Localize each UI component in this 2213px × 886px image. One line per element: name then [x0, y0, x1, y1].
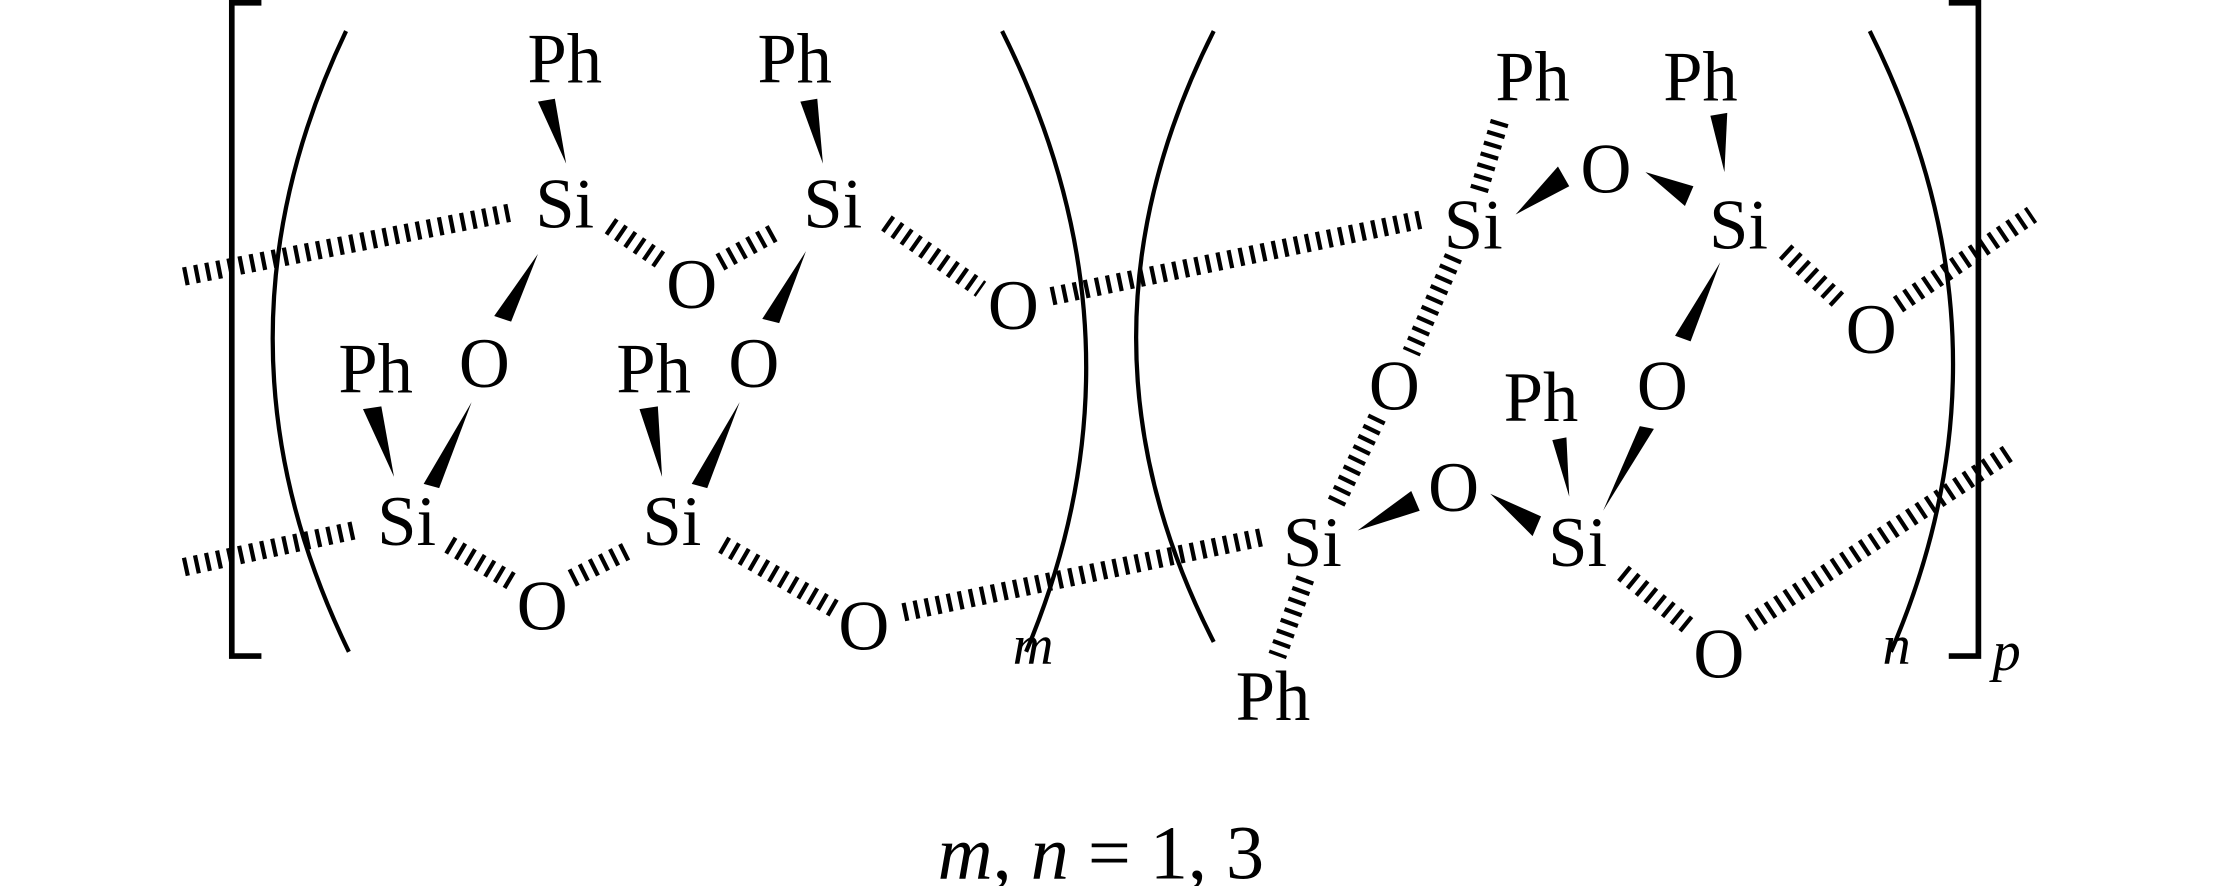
left-square-bracket: [228, 0, 262, 659]
atom-label: O: [1637, 348, 1688, 426]
caption-separator: ,: [993, 812, 1031, 886]
hashed-bond: [1744, 443, 2016, 632]
caption-values: = 1, 3: [1069, 812, 1264, 886]
wedge-bond: [1675, 262, 1721, 342]
atom-label: Si: [1444, 187, 1503, 265]
atom-label: Si: [535, 166, 594, 244]
atom-label: O: [666, 246, 717, 324]
hashed-bond: [567, 542, 633, 587]
atom-label: Si: [1548, 504, 1607, 582]
hashed-bond: [881, 215, 987, 297]
atom-label: O: [1369, 348, 1420, 426]
subscript-p: p: [1988, 621, 2020, 683]
hashed-bond: [901, 527, 1270, 622]
atom-label: O: [1693, 616, 1744, 694]
hashed-bond: [1325, 413, 1386, 512]
wedge-bond: [762, 251, 806, 324]
atom-label: O: [459, 325, 510, 403]
wedge-bond: [362, 406, 395, 477]
atom-label: Si: [1709, 187, 1768, 265]
atom-label: Si: [377, 483, 436, 561]
hashed-bonds: [181, 113, 2038, 660]
atom-label: Ph: [757, 20, 832, 98]
wedge-bond: [1490, 493, 1542, 537]
hashed-bond: [1402, 253, 1462, 357]
wedge-bonds: [362, 98, 1728, 537]
atom-label: Ph: [616, 331, 691, 409]
caption-var-m: m: [938, 812, 993, 886]
atom-label: O: [728, 325, 779, 403]
wedge-bond: [691, 402, 740, 489]
atom-label: Ph: [338, 331, 413, 409]
atom-label: Ph: [1495, 39, 1570, 117]
wedge-bond: [1710, 112, 1728, 173]
hashed-bond: [1892, 206, 2038, 313]
atom-label: Si: [1283, 504, 1342, 582]
wedge-bond: [537, 98, 567, 164]
hashed-bond: [444, 536, 516, 590]
hashed-bond: [1049, 209, 1428, 306]
wedge-bond: [423, 402, 472, 489]
wedge-bond: [1552, 437, 1570, 497]
wedge-bond: [1603, 426, 1654, 511]
caption: m, n = 1, 3: [938, 812, 1265, 886]
hashed-bond: [1268, 575, 1315, 660]
atom-label: Ph: [1236, 658, 1311, 736]
wedge-bond: [800, 98, 823, 164]
right-paren-n: [1867, 30, 1956, 653]
hashed-bond: [1617, 565, 1697, 635]
atom-label: O: [1580, 130, 1631, 208]
subscript-n: n: [1882, 615, 1910, 677]
left-repeat-unit: Ph Ph Si Si O O Ph O Ph O Si Si O O m: [338, 20, 1053, 677]
hashed-bond: [181, 520, 363, 577]
atom-label: Ph: [1504, 359, 1579, 437]
left-paren-n: [1134, 30, 1216, 643]
atom-label: O: [838, 587, 889, 665]
wedge-bond: [639, 406, 663, 477]
hashed-bond: [604, 218, 669, 270]
wedge-bond: [494, 253, 538, 322]
right-square-bracket: [1948, 0, 1982, 659]
right-paren-m: [1000, 30, 1089, 653]
hashed-bond: [1778, 244, 1848, 311]
subscript-m: m: [1013, 615, 1054, 677]
wedge-bond: [1645, 172, 1694, 206]
atom-label: Ph: [527, 20, 602, 98]
hashed-bond: [718, 536, 841, 618]
right-repeat-unit: Ph Ph O Si Si O O O Ph O Si Si O Ph n: [1236, 39, 1911, 736]
caption-var-n: n: [1031, 812, 1069, 886]
atom-label: Si: [803, 166, 862, 244]
left-paren-m: [270, 30, 351, 653]
atom-label: O: [988, 267, 1039, 345]
hashed-bond: [715, 223, 781, 271]
hashed-bond: [1470, 113, 1511, 194]
atom-label: O: [1846, 291, 1897, 369]
wedge-bond: [1515, 166, 1570, 215]
atom-label: Si: [643, 483, 702, 561]
atom-label: O: [1428, 449, 1479, 527]
atom-label: Ph: [1663, 39, 1738, 117]
atom-label: O: [517, 568, 568, 646]
wedge-bond: [1357, 490, 1420, 531]
